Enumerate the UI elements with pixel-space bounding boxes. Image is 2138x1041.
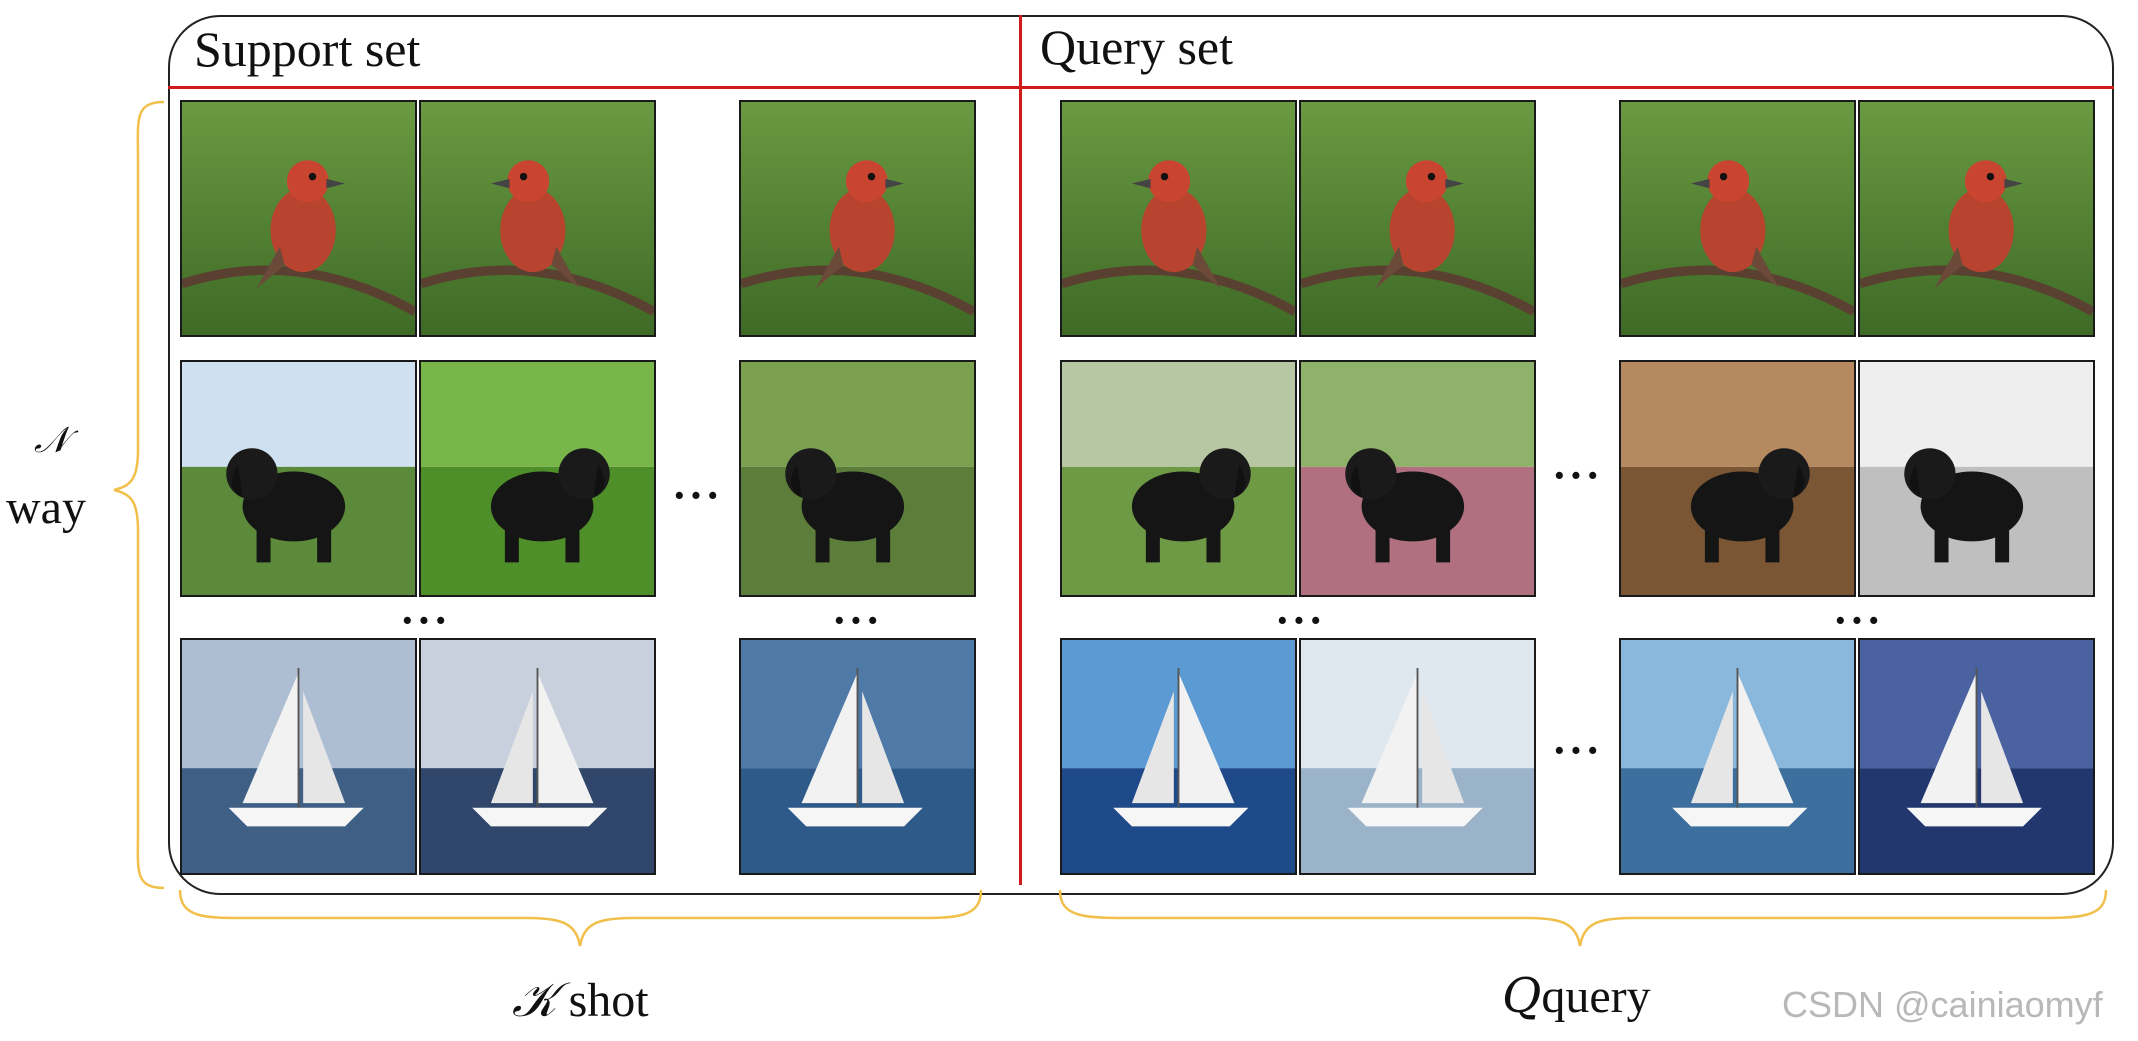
dog-icon (741, 362, 974, 595)
query-bird-image (1858, 100, 2095, 337)
bird-icon (421, 102, 654, 335)
dog-icon (421, 362, 654, 595)
query-label: Qquery (1502, 968, 1651, 1024)
watermark: CSDN @cainiaomyf (1782, 984, 2103, 1026)
bird-icon (1621, 102, 1854, 335)
support-set-title: Support set (194, 20, 420, 78)
support-dog-image (739, 360, 976, 597)
query-row-ellipsis-1: ··· (1275, 595, 1325, 646)
bird-icon (182, 102, 415, 335)
query-symbol: Q (1502, 968, 1541, 1024)
query-col-ellipsis-2: ··· (1552, 725, 1602, 776)
sailboat-icon (1062, 640, 1295, 873)
query-sailboat-image (1858, 638, 2095, 875)
dog-icon (1621, 362, 1854, 595)
shot-word: shot (569, 974, 649, 1027)
query-dog-image (1060, 360, 1297, 597)
query-set-title: Query set (1040, 18, 1233, 76)
support-sailboat-image (419, 638, 656, 875)
sailboat-icon (1301, 640, 1534, 873)
query-brace (1058, 888, 2108, 950)
support-bird-image (180, 100, 417, 337)
set-divider (1019, 15, 1022, 885)
shot-label: 𝒦 shot (512, 972, 649, 1029)
query-dog-image (1858, 360, 2095, 597)
support-bird-image (739, 100, 976, 337)
sailboat-icon (421, 640, 654, 873)
support-sailboat-image (739, 638, 976, 875)
bird-icon (741, 102, 974, 335)
query-word: query (1541, 970, 1650, 1023)
dog-icon (182, 362, 415, 595)
support-bird-image (419, 100, 656, 337)
support-dog-image (180, 360, 417, 597)
query-dog-image (1299, 360, 1536, 597)
sailboat-icon (741, 640, 974, 873)
shot-symbol: 𝒦 (512, 972, 557, 1028)
bird-icon (1301, 102, 1534, 335)
support-col-ellipsis: ··· (672, 470, 722, 521)
query-col-ellipsis-1: ··· (1552, 450, 1602, 501)
way-label: way (6, 480, 86, 535)
sailboat-icon (1860, 640, 2093, 873)
query-dog-image (1619, 360, 1856, 597)
query-sailboat-image (1060, 638, 1297, 875)
support-row-ellipsis-2: ··· (832, 595, 882, 646)
query-bird-image (1619, 100, 1856, 337)
bird-icon (1062, 102, 1295, 335)
query-row-ellipsis-2: ··· (1833, 595, 1883, 646)
sailboat-icon (1621, 640, 1854, 873)
sailboat-icon (182, 640, 415, 873)
query-sailboat-image (1619, 638, 1856, 875)
dog-icon (1062, 362, 1295, 595)
way-symbol: 𝒩 (34, 420, 69, 462)
header-divider (168, 86, 2114, 89)
query-bird-image (1299, 100, 1536, 337)
dog-icon (1301, 362, 1534, 595)
way-brace (108, 100, 168, 890)
bird-icon (1860, 102, 2093, 335)
query-sailboat-image (1299, 638, 1536, 875)
support-dog-image (419, 360, 656, 597)
dog-icon (1860, 362, 2093, 595)
query-bird-image (1060, 100, 1297, 337)
support-row-ellipsis-1: ··· (400, 595, 450, 646)
shot-brace (178, 888, 983, 950)
support-sailboat-image (180, 638, 417, 875)
